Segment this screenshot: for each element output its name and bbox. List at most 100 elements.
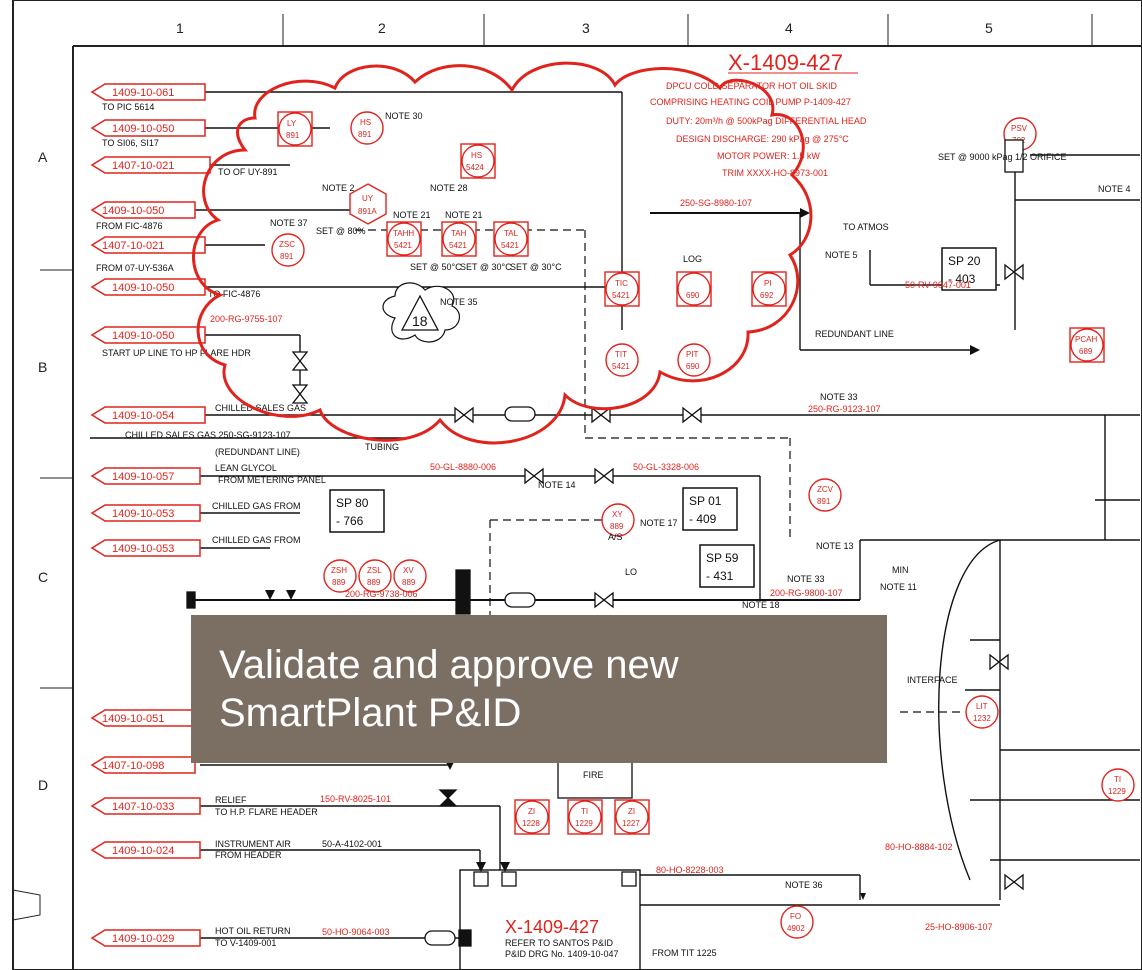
svg-text:4902: 4902 [787,924,805,933]
offpage-connector-5: 1407-10-021 FROM 07-UY-536A [90,236,206,273]
svg-text:1409-10-050: 1409-10-050 [112,123,174,135]
svg-text:SET @ 9000 kPag 1/2 ORIFICE: SET @ 9000 kPag 1/2 ORIFICE [938,152,1067,162]
svg-text:1228: 1228 [522,819,540,828]
instrument-ZSH-889: ZSH 889 [323,559,357,593]
svg-text:1407-10-021: 1407-10-021 [102,240,164,252]
offpage-connector-11: 1409-10-053 CHILLED GAS FROM [90,535,301,557]
grid-col: 1 [176,20,184,36]
grid-col: 3 [582,20,590,36]
setpoint-boxes: SP 20- 403 SP 80- 766 SP 01- 409 SP 59- … [329,247,997,588]
svg-text:PI: PI [764,279,772,288]
svg-text:TAL: TAL [504,229,519,238]
setpoint-box: SP 59- 431 [699,544,755,588]
svg-text:5424: 5424 [466,163,484,172]
svg-text:TIT: TIT [615,350,627,359]
offpage-connectors: 1409-10-061 TO PIC 5614 1409-10-050 TO S… [90,83,306,947]
svg-text:- 766: - 766 [336,514,364,528]
svg-text:CHILLED SALES GAS: CHILLED SALES GAS [215,403,306,413]
svg-text:- 403: - 403 [948,272,976,286]
svg-text:CHILLED GAS FROM: CHILLED GAS FROM [212,535,301,545]
svg-text:1409-10-050: 1409-10-050 [112,282,174,294]
svg-text:ZI: ZI [528,807,535,816]
svg-text:891A: 891A [358,207,377,216]
svg-text:UY: UY [362,194,374,203]
svg-text:25-HO-8906-107: 25-HO-8906-107 [925,922,993,932]
offpage-connector-12: 1409-10-051 [90,709,196,727]
note-35: NOTE 35 [440,297,478,307]
svg-text:5421: 5421 [501,241,519,250]
process-lines [90,91,1140,970]
svg-text:TO OF UY-891: TO OF UY-891 [218,167,278,177]
offpage-connector-7: 1409-10-050 START UP LINE TO HP FLARE HD… [90,326,251,358]
svg-text:891: 891 [358,130,372,139]
svg-text:TO H.P. FLARE HEADER: TO H.P. FLARE HEADER [215,807,318,817]
svg-text:200-RG-9755-107: 200-RG-9755-107 [210,314,283,324]
svg-text:ZSH: ZSH [331,566,347,575]
svg-text:FO: FO [790,912,801,921]
offpage-connector-10: 1409-10-053 CHILLED GAS FROM [90,501,301,522]
svg-text:ZI: ZI [628,807,635,816]
svg-text:NOTE 28: NOTE 28 [430,183,468,193]
svg-text:START UP LINE TO HP FLARE HDR: START UP LINE TO HP FLARE HDR [102,348,251,358]
revision-cloud [192,61,813,445]
title-line: COMPRISING HEATING COIL PUMP P-1409-427 [650,97,851,107]
svg-text:RELIEF: RELIEF [215,795,247,805]
offpage-connector-16: 1409-10-029 HOT OIL RETURN [90,926,291,947]
svg-text:889: 889 [332,578,346,587]
svg-text:5421: 5421 [612,291,630,300]
svg-text:1407-10-033: 1407-10-033 [112,801,174,813]
svg-text:1409-10-029: 1409-10-029 [112,933,174,945]
offpage-connector-4: 1409-10-050 FROM FIC-4876 [90,201,196,231]
offpage-connector-14: 1407-10-033 RELIEF [90,795,247,815]
svg-text:SET @ 80%: SET @ 80% [316,226,366,236]
instrument-FO-4902: FO 4902 [780,905,814,939]
svg-text:FROM HEADER: FROM HEADER [215,850,282,860]
svg-text:INSTRUMENT AIR: INSTRUMENT AIR [215,839,291,849]
svg-text:80-HO-8884-102: 80-HO-8884-102 [885,842,953,852]
caption-text: Validate and approve new SmartPlant P&ID [191,641,679,737]
svg-text:692: 692 [760,291,774,300]
svg-text:889: 889 [402,578,416,587]
svg-text:ZSC: ZSC [279,240,295,249]
svg-text:INTERFACE: INTERFACE [907,675,958,685]
svg-text:1409-10-050: 1409-10-050 [102,205,164,217]
svg-text:TIC: TIC [615,279,628,288]
svg-text:SP 59: SP 59 [706,551,739,565]
svg-text:SET @ 30°C: SET @ 30°C [510,262,562,272]
svg-text:NOTE 13: NOTE 13 [816,541,854,551]
svg-text:5421: 5421 [394,241,412,250]
svg-text:1409-10-053: 1409-10-053 [112,543,174,555]
grid-column-labels: 1 2 3 4 5 [176,20,993,36]
offpage-connector-3: 1407-10-021 TO OF UY-891 [90,156,278,177]
svg-text:TO FIC-4876: TO FIC-4876 [208,289,260,299]
svg-text:NOTE 33: NOTE 33 [820,392,858,402]
svg-text:LO: LO [625,567,637,577]
title-line: DUTY: 20m³/h @ 500kPag DIFFERENTIAL HEAD [666,116,867,126]
svg-text:1227: 1227 [622,819,640,828]
svg-text:- 409: - 409 [689,512,717,526]
svg-text:50-GL-8880-006: 50-GL-8880-006 [430,462,496,472]
svg-text:TO ATMOS: TO ATMOS [843,222,889,232]
title-line: MOTOR POWER: 1.5 kW [717,151,820,161]
offpage-connector-15: 1409-10-024 INSTRUMENT AIR [90,839,291,859]
setpoint-box: SP 20- 403 [941,247,997,291]
svg-text:HS: HS [471,151,482,160]
svg-text:690: 690 [686,291,700,300]
line-numbers: 250-SG-8980-107 50-RV-9047-001 200-RG-97… [210,198,993,937]
instrument-TIC-5421: TIC 5421 [604,271,640,307]
svg-text:NOTE 4: NOTE 4 [1098,184,1131,194]
instrument-TAL-5421: TAL 5421 [493,221,529,257]
svg-text:REDUNDANT LINE: REDUNDANT LINE [815,329,894,339]
svg-text:5421: 5421 [449,241,467,250]
svg-text:NOTE 33: NOTE 33 [787,574,825,584]
svg-text:PSV: PSV [1011,124,1028,133]
svg-text:FROM TIT 1225: FROM TIT 1225 [652,948,717,958]
svg-text:1409-10-061: 1409-10-061 [112,87,174,99]
instrument-UY-891A: UY 891A [349,183,387,225]
